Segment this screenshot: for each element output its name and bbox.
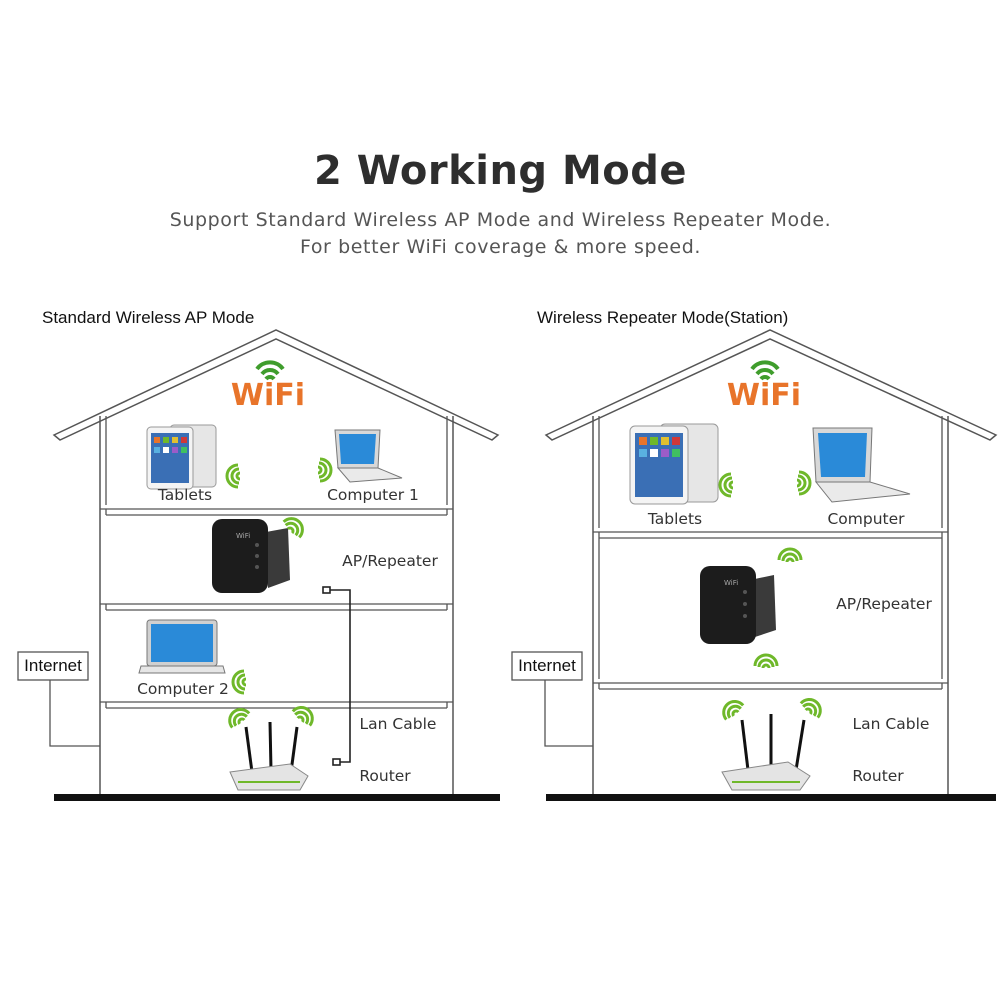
wifi-signal-icon bbox=[231, 669, 248, 695]
laptop-icon bbox=[138, 619, 226, 674]
wifi-signal-icon bbox=[753, 653, 779, 670]
right-wifi-logo-text: WiFi bbox=[727, 378, 801, 413]
right-internet-label: Internet bbox=[518, 656, 576, 675]
right-house: WiFi Tablets Computer WiFi bbox=[511, 329, 998, 801]
right-internet-line bbox=[544, 680, 593, 747]
wifi-signal-icon bbox=[316, 457, 333, 483]
left-label-tablets: Tablets bbox=[157, 486, 212, 504]
wifi-signal-icon bbox=[718, 472, 735, 498]
left-label-computer2: Computer 2 bbox=[137, 680, 229, 698]
lan-cable bbox=[322, 586, 351, 766]
repeater-icon: WiFi bbox=[700, 566, 776, 644]
router-icon bbox=[721, 714, 811, 791]
wifi-logo-icon bbox=[750, 360, 780, 381]
left-mode-title: Standard Wireless AP Mode bbox=[42, 308, 255, 327]
repeater-icon: WiFi bbox=[212, 519, 290, 593]
left-label-ap: AP/Repeater bbox=[342, 552, 438, 570]
right-label-computer: Computer bbox=[827, 510, 905, 528]
laptop-icon bbox=[812, 427, 911, 503]
laptop-icon bbox=[334, 429, 403, 483]
tablet-icon bbox=[629, 423, 719, 505]
wifi-signal-icon bbox=[777, 547, 803, 564]
subtitle-line-1: Support Standard Wireless AP Mode and Wi… bbox=[169, 209, 832, 231]
left-internet-line bbox=[49, 680, 100, 747]
wifi-logo-icon bbox=[255, 360, 285, 381]
left-roof bbox=[52, 329, 500, 441]
wifi-signal-icon bbox=[798, 693, 827, 721]
left-internet-label: Internet bbox=[24, 656, 82, 675]
left-house: WiFi Tablets Computer 1 bbox=[17, 329, 500, 801]
tablet-icon bbox=[146, 424, 217, 490]
router-icon bbox=[229, 721, 309, 791]
subtitle-line-2: For better WiFi coverage & more speed. bbox=[299, 236, 702, 258]
wifi-signal-icon bbox=[225, 463, 242, 489]
svg-text:WiFi: WiFi bbox=[236, 532, 250, 540]
right-floors bbox=[593, 531, 948, 690]
left-label-computer1: Computer 1 bbox=[327, 486, 419, 504]
left-ground bbox=[54, 794, 500, 801]
right-ground bbox=[546, 794, 996, 801]
right-roof bbox=[544, 329, 998, 441]
wifi-signal-icon bbox=[795, 470, 812, 496]
wifi-signal-icon bbox=[717, 695, 746, 723]
left-wifi-logo-text: WiFi bbox=[231, 378, 305, 413]
wifi-signal-icon bbox=[290, 701, 319, 729]
right-label-router: Router bbox=[852, 767, 904, 785]
left-label-router: Router bbox=[359, 767, 411, 785]
left-label-lan: Lan Cable bbox=[360, 715, 437, 733]
svg-text:WiFi: WiFi bbox=[724, 579, 738, 587]
right-label-tablets: Tablets bbox=[647, 510, 702, 528]
right-internet-box bbox=[511, 651, 583, 681]
page-title: 2 Working Mode bbox=[313, 148, 688, 194]
right-label-ap: AP/Repeater bbox=[836, 595, 932, 613]
right-mode-title: Wireless Repeater Mode(Station) bbox=[537, 308, 789, 327]
left-internet-box bbox=[17, 651, 89, 681]
left-floors bbox=[100, 508, 453, 709]
right-label-lan: Lan Cable bbox=[853, 715, 930, 733]
